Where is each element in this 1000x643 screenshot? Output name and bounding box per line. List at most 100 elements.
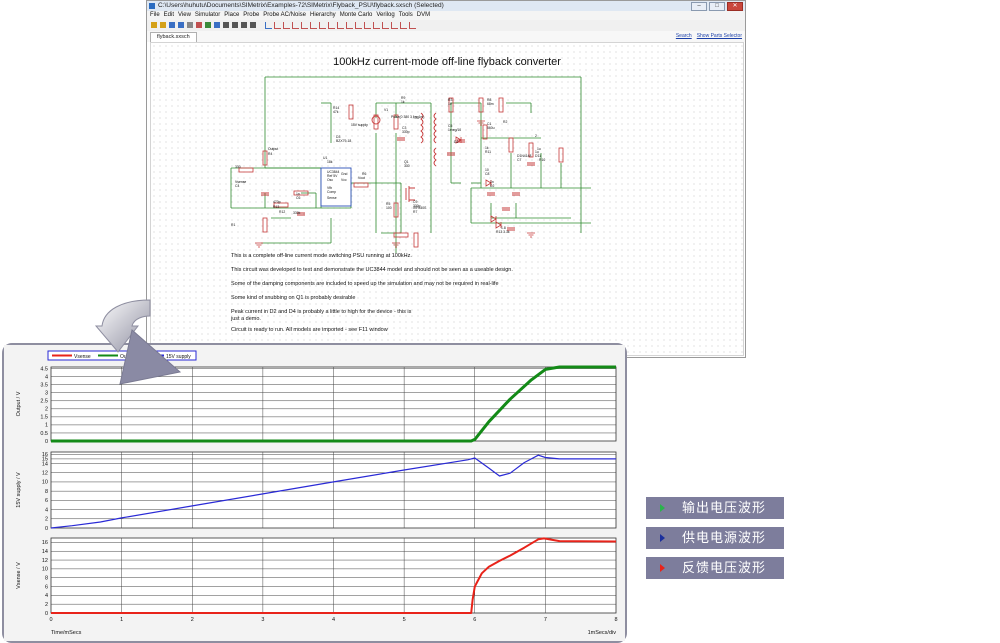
series-line-15v-supply [50, 454, 616, 529]
menu-item-probe[interactable]: Probe [243, 12, 260, 18]
component-label: C3 [402, 126, 406, 130]
toolbar-button-icon[interactable] [205, 22, 211, 28]
toolbar-button-icon[interactable] [292, 22, 299, 29]
y-tick-label: 0 [45, 611, 48, 617]
minimize-button[interactable]: – [691, 2, 707, 11]
y-tick-label: 6 [45, 584, 48, 590]
component-label: R13 3.3k [496, 230, 510, 234]
menu-item-monte-carlo[interactable]: Monte Carlo [339, 12, 373, 18]
component-label: Comp [327, 190, 336, 194]
toolbar-button-icon[interactable] [310, 22, 317, 29]
component-label: 18k [327, 160, 333, 164]
y-tick-label: 15 [42, 457, 48, 463]
toolbar-button-icon[interactable] [178, 22, 184, 28]
search-link[interactable]: Search [675, 33, 692, 39]
simulator-window: C:\Users\huhutu\Documents\SIMetrix\Examp… [146, 0, 746, 358]
component-label: 1u [535, 150, 539, 154]
menu-item-dvm[interactable]: DVM [416, 12, 431, 18]
toolbar-button-icon[interactable] [301, 22, 308, 29]
component-label: R14 [333, 106, 339, 110]
y-tick-label: 12 [42, 558, 48, 564]
legend-label-vsense: Vsense [74, 354, 91, 360]
toolbar-button-icon[interactable] [160, 22, 166, 28]
toolbar-button-icon[interactable] [346, 22, 353, 29]
toolbar-button-icon[interactable] [319, 22, 326, 29]
menu-item-file[interactable]: File [150, 12, 160, 18]
ground-symbol [527, 232, 535, 238]
toolbar-button-icon[interactable] [373, 22, 380, 29]
component-label: C6 [296, 196, 300, 200]
component-label: 330k [293, 211, 301, 215]
waveform-panel: VsenseOutput15V supply4.543.532.521.510.… [2, 343, 627, 643]
y-tick-label: 4.5 [40, 366, 48, 372]
marker-triangle-icon [660, 564, 665, 572]
component-label: R7 [413, 210, 417, 214]
component-label: 10 [448, 102, 452, 106]
toolbar-button-icon[interactable] [250, 22, 256, 28]
diode-symbol [495, 221, 502, 229]
schematic-canvas[interactable]: 100kHz current-mode off-line flyback con… [150, 42, 744, 356]
toolbar-button-icon[interactable] [223, 22, 229, 28]
menu-item-hierarchy[interactable]: Hierarchy [310, 12, 336, 18]
component-label: Vout [358, 176, 365, 180]
toolbar-button-icon[interactable] [196, 22, 202, 28]
toolbar-button-icon[interactable] [391, 22, 398, 29]
menu-item-verilog[interactable]: Verilog [376, 12, 395, 18]
component-label: R6 [362, 172, 366, 176]
component-label: 1n [490, 180, 494, 184]
x-tick-label: 8 [614, 617, 617, 623]
toolbar-button-icon[interactable] [400, 22, 407, 29]
toolbar-button-icon[interactable] [274, 22, 281, 29]
voltage-source-icon [371, 115, 381, 125]
toolbar-button-icon[interactable] [151, 22, 157, 28]
description-line: This circuit was developed to test and d… [231, 267, 513, 273]
toolbar-button-icon[interactable] [187, 22, 193, 28]
y-tick-label: 3 [45, 391, 48, 397]
toolbar-button-icon[interactable] [169, 22, 175, 28]
maximize-button[interactable]: □ [709, 2, 725, 11]
toolbar-button-icon[interactable] [283, 22, 290, 29]
toolbar-button-icon[interactable] [214, 22, 220, 28]
resistor-symbol [393, 202, 399, 218]
menu-item-place[interactable]: Place [224, 12, 240, 18]
toolbar-button-icon[interactable] [382, 22, 389, 29]
toolbar-button-icon[interactable] [337, 22, 344, 29]
y-tick-label: 4 [45, 507, 48, 513]
resistor-symbol [482, 124, 488, 140]
component-label: 68m [487, 102, 494, 106]
y-tick-label: 10 [42, 567, 48, 573]
component-label: Output [268, 147, 278, 151]
menu-item-view[interactable]: View [178, 12, 191, 18]
ground-symbol [477, 120, 485, 126]
component-label: IRF840S [413, 206, 427, 210]
toolbar-button-icon[interactable] [364, 22, 371, 29]
x-tick-label: 7 [544, 617, 547, 623]
x-tick-label: 3 [261, 617, 264, 623]
resistor-symbol [508, 137, 514, 153]
description-line: Peak current in D2 and D4 is probably a … [231, 309, 412, 322]
y-tick-label: 1.5 [40, 415, 48, 421]
y-tick-label: 12 [42, 471, 48, 477]
menu-item-tools[interactable]: Tools [398, 12, 413, 18]
menu-item-probe-ac-noise[interactable]: Probe AC/Noise [263, 12, 306, 18]
component-label: R3 [448, 98, 452, 102]
menu-item-simulator[interactable]: Simulator [194, 12, 221, 18]
toolbar-button-icon[interactable] [328, 22, 335, 29]
y-tick-label: 2 [45, 407, 48, 413]
close-button[interactable]: ✕ [727, 2, 743, 11]
tab-flyback-sxsch[interactable]: flyback.sxsch [150, 32, 197, 42]
component-label: 470p [273, 200, 281, 204]
component-label: Pulse(0 380 3 1m 1m) [391, 115, 424, 119]
toolbar-button-icon[interactable] [265, 22, 272, 29]
resistor-symbol [238, 167, 254, 173]
toolbar-button-icon[interactable] [241, 22, 247, 28]
resistor-symbol [262, 150, 268, 166]
component-label: 560u [487, 126, 495, 130]
toolbar-button-icon[interactable] [232, 22, 238, 28]
menu-item-edit[interactable]: Edit [163, 12, 175, 18]
toolbar-button-icon[interactable] [409, 22, 416, 29]
parts-selector-link[interactable]: Show Parts Selector [696, 33, 742, 39]
component-label: 1k [401, 100, 405, 104]
toolbar-button-icon[interactable] [355, 22, 362, 29]
